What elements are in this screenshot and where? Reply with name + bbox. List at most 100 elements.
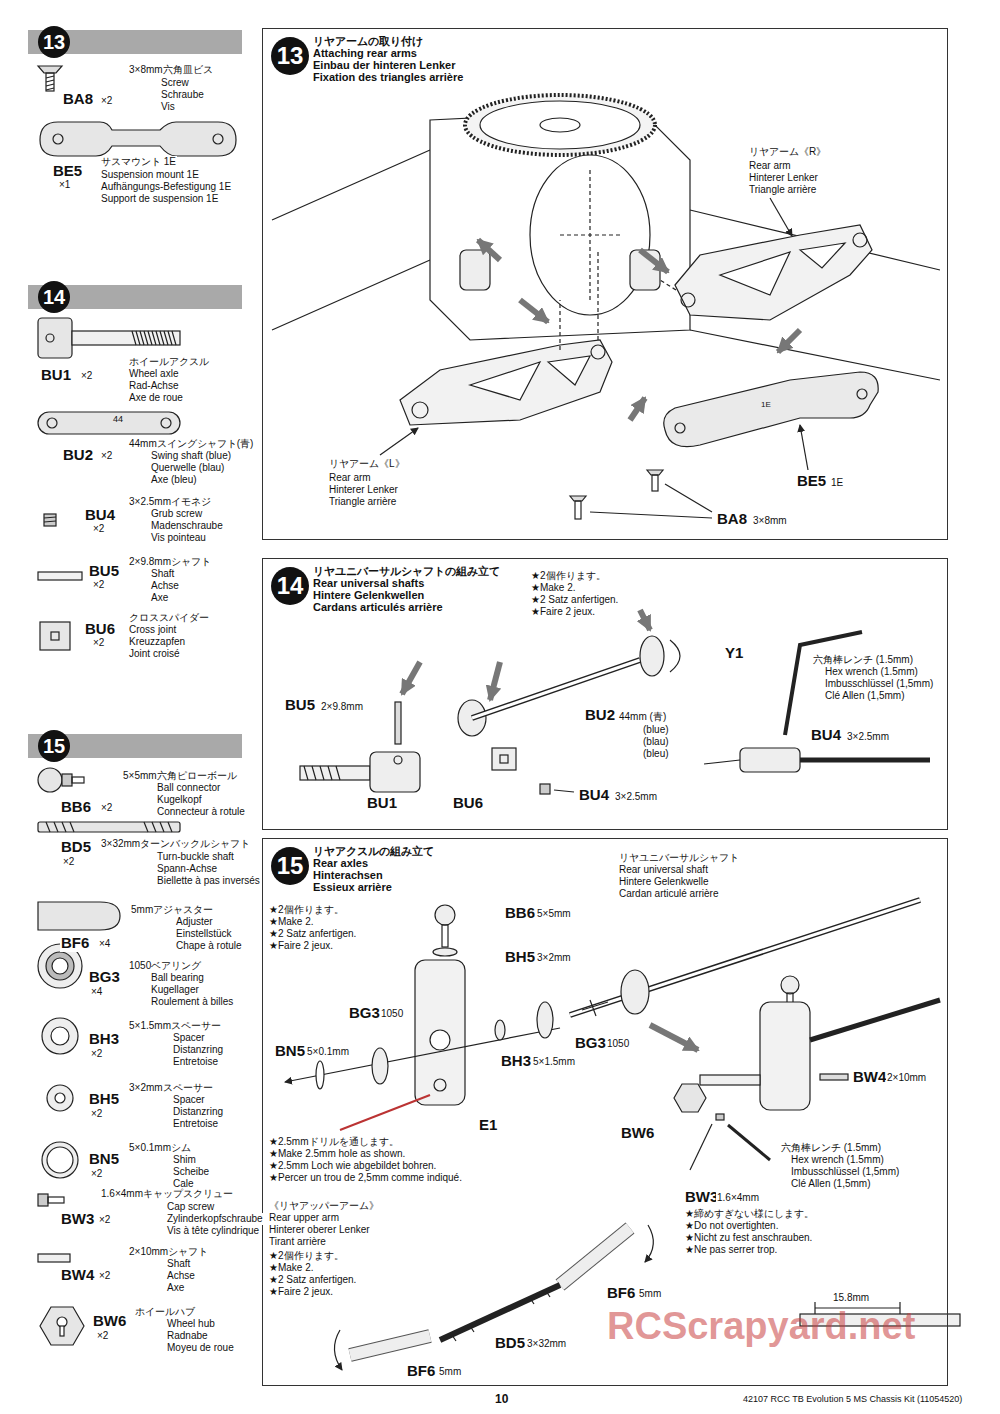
part-code: BU4: [810, 726, 842, 744]
grub-screw-icon: [44, 514, 56, 526]
annotation-text: 44mmスイングシャフト(青): [128, 438, 254, 450]
annotation-text: サスマウント 1E: [100, 156, 177, 168]
annotation-text: 六角棒レンチ (1.5mm): [812, 654, 914, 666]
annotation-text: ×2: [92, 579, 105, 591]
annotation-text: Cardan articulé arrière: [618, 888, 720, 900]
part-code: BG3: [348, 1004, 381, 1022]
mount-icon: [40, 122, 236, 156]
annotation-text: 2×9.8mm: [320, 701, 364, 713]
annotation-text: 5mm: [638, 1288, 662, 1300]
annotation-text: 《リヤアッパーアーム》: [268, 1200, 380, 1212]
annotation-text: ★Percer un trou de 2,5mm comme indiqué.: [268, 1172, 463, 1184]
adjuster-icon: [38, 902, 120, 930]
step-number: 13: [38, 26, 70, 58]
part-code: BU5: [284, 696, 316, 714]
annotation-text: 5×0.1mmシム: [128, 1142, 192, 1154]
swing-shaft-icon: [38, 412, 180, 434]
step-title: Cardans articulés arrière: [313, 601, 443, 613]
part-code: BF6: [406, 1362, 436, 1380]
part-code: BG3: [574, 1034, 607, 1052]
rear-axle-drawing: [285, 900, 920, 1130]
annotation-text: ×2: [62, 856, 75, 868]
part-code: BH5: [88, 1090, 120, 1108]
annotation-text: Hinterer Lenker: [748, 172, 819, 184]
wheel-hub-icon: [40, 1307, 84, 1345]
annotation-text: Axe: [166, 1282, 185, 1294]
annotation-text: 3×2mmスペーサー: [128, 1082, 214, 1094]
annotation-text: ×2: [90, 1048, 103, 1060]
rear-arm-left: [380, 250, 612, 455]
part-code: 10: [494, 1392, 509, 1406]
annotation-text: (blau): [642, 736, 670, 748]
part-code: BH3: [500, 1052, 532, 1070]
annotation-text: 44: [112, 414, 124, 425]
annotation-text: Ball bearing: [150, 972, 205, 984]
part-code: BU2: [62, 446, 94, 464]
annotation-text: 2×9.8mmシャフト: [128, 556, 212, 568]
annotation-text: Hex wrench (1.5mm): [790, 1154, 885, 1166]
annotation-text: Kreuzzapfen: [128, 636, 186, 648]
annotation-text: ×2: [100, 450, 113, 462]
part-code: BW4: [852, 1068, 887, 1086]
annotation-text: Wheel hub: [166, 1318, 216, 1330]
axle-icon: [38, 318, 180, 358]
ball-connector-icon: [38, 768, 84, 792]
annotation-text: Radnabe: [166, 1330, 209, 1342]
annotation-text: Moyeu de roue: [166, 1342, 235, 1354]
annotation-text: Suspension mount 1E: [100, 169, 200, 181]
part-code: BF6: [606, 1284, 636, 1302]
annotation-text: ×2: [96, 1330, 109, 1342]
annotation-text: 5×5mm: [536, 908, 572, 920]
part-code: BU5: [88, 562, 120, 580]
step-title: リヤアームの取り付け: [313, 35, 423, 47]
part-code: BN5: [274, 1042, 306, 1060]
cross-joint-icon: [40, 622, 70, 650]
annotation-text: リヤアーム《R》: [748, 146, 827, 158]
annotation-text: ★2個作ります。: [530, 570, 607, 582]
spacer-icon: [42, 1018, 78, 1054]
annotation-text: ★Faire 2 jeux.: [530, 606, 596, 618]
annotation-text: Scheibe: [172, 1166, 210, 1178]
annotation-text: 3×2mm: [536, 952, 572, 964]
annotation-text: ★Make 2.: [268, 1262, 315, 1274]
annotation-text: Spacer: [172, 1094, 206, 1106]
annotation-text: 六角棒レンチ (1.5mm): [780, 1142, 882, 1154]
part-code: BE5: [52, 162, 83, 180]
annotation-text: ★Nicht zu fest anschrauben.: [684, 1232, 813, 1244]
annotation-text: 3×8mm: [752, 515, 788, 527]
annotation-text: Wheel axle: [128, 368, 179, 380]
part-code: BG3: [88, 968, 121, 986]
part-code: BA8: [716, 510, 748, 528]
rear-arm-right: [660, 198, 872, 320]
annotation-text: Axe (bleu): [150, 474, 198, 486]
universal-shaft-drawing: [300, 632, 930, 794]
annotation-text: 5×1.5mmスペーサー: [128, 1020, 222, 1032]
upper-arm-drawing: [334, 1225, 653, 1370]
annotation-text: Connecteur à rotule: [156, 806, 246, 818]
annotation-text: Vis pointeau: [150, 532, 207, 544]
annotation-text: Imbusschlüssel (1,5mm): [790, 1166, 900, 1178]
part-code: BB6: [60, 798, 92, 816]
annotation-text: Querwelle (blau): [150, 462, 225, 474]
suspension-mount: [664, 372, 878, 470]
annotation-text: ★Do not overtighten.: [684, 1220, 779, 1232]
annotation-text: 5mm: [438, 1366, 462, 1378]
annotation-text: 3×8mm六角皿ビス: [128, 64, 214, 76]
annotation-text: Swing shaft (blue): [150, 450, 232, 462]
annotation-text: Hinterer oberer Lenker: [268, 1224, 371, 1236]
annotation-text: Vis: [160, 101, 176, 113]
step-title: リヤユニバーサルシャフトの組み立て: [313, 565, 500, 577]
annotation-text: Vis à tête cylindrique: [166, 1225, 260, 1237]
annotation-text: ★Faire 2 jeux.: [268, 940, 334, 952]
annotation-text: 15.8mm: [832, 1292, 870, 1304]
annotation-text: ×2: [92, 637, 105, 649]
annotation-text: Tirant arrière: [268, 1236, 327, 1248]
annotation-text: Shim: [172, 1154, 197, 1166]
annotation-text: ★Make 2.5mm hole as shown.: [268, 1148, 406, 1160]
annotation-text: Distanzring: [172, 1044, 224, 1056]
annotation-text: ×2: [98, 1214, 111, 1226]
annotation-text: 1050: [380, 1008, 404, 1020]
annotation-text: ★Ne pas serrer trop.: [684, 1244, 778, 1256]
annotation-text: Clé Allen (1,5mm): [790, 1178, 871, 1190]
part-code: BF6: [60, 934, 90, 952]
